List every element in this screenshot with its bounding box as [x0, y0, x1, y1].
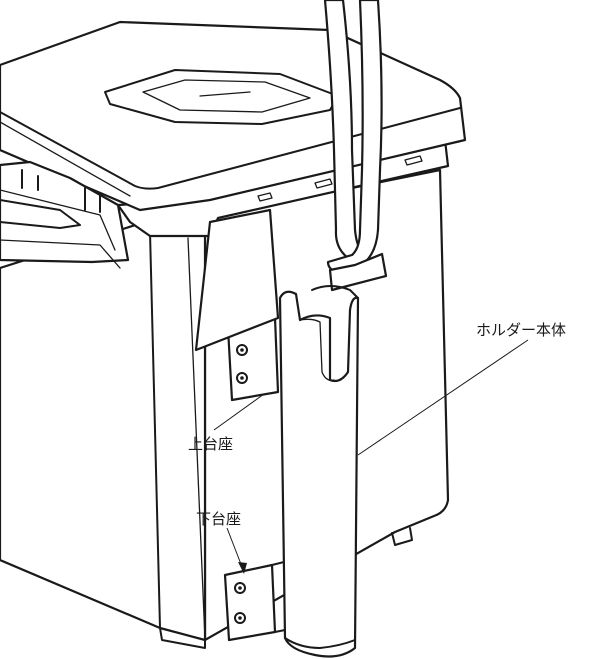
lower-mount-bolt [234, 612, 246, 624]
lower-mount [223, 559, 296, 642]
upper-mount-flange [194, 208, 280, 352]
holder-rim [311, 285, 359, 299]
lid-bevel [0, 121, 131, 197]
label-upper-mount: 上台座 [188, 435, 233, 453]
upper-mount-bolt [236, 344, 248, 356]
holder-inner-edge [299, 318, 335, 381]
rim-slot [257, 192, 273, 202]
latch-detail [0, 189, 116, 251]
rim-slot [314, 178, 333, 189]
lid-front-edge [0, 107, 461, 190]
cooler-foot-right [391, 527, 413, 546]
holder-bottom [284, 637, 356, 649]
lower-mount-bolt-center [238, 616, 242, 620]
lid-panel [104, 69, 339, 125]
holder-body [278, 285, 360, 658]
lower-mount-bolt [234, 582, 246, 594]
latch [0, 160, 130, 269]
cooler-corner-edge [149, 231, 161, 629]
label-lower-mount: 下台座 [196, 510, 241, 528]
rim-slot [404, 155, 423, 166]
holder-tube [278, 290, 360, 658]
latch-bar [0, 199, 81, 229]
lower-mount-plate [223, 563, 277, 642]
lower-mount-bolt-center [238, 586, 242, 590]
leader-lower-mount-arrow [238, 562, 247, 574]
lid-panel-crease [199, 91, 251, 97]
cooler-foot-left [159, 627, 206, 649]
upper-mount-bolt [236, 372, 248, 384]
latch-lower [0, 239, 121, 269]
lid-panel-inner [142, 79, 311, 113]
label-holder-body: ホルダー本体 [476, 321, 566, 339]
leader-holder-body [357, 339, 529, 456]
cooler-front-wall [0, 216, 207, 642]
cooler-corner-edge-inner [187, 237, 206, 641]
upper-mount [194, 208, 280, 402]
upper-mount-bolt-center [240, 348, 244, 352]
latch-tab [21, 169, 101, 213]
upper-mount-bolt-center [240, 376, 244, 380]
leader-upper-mount [213, 393, 265, 431]
